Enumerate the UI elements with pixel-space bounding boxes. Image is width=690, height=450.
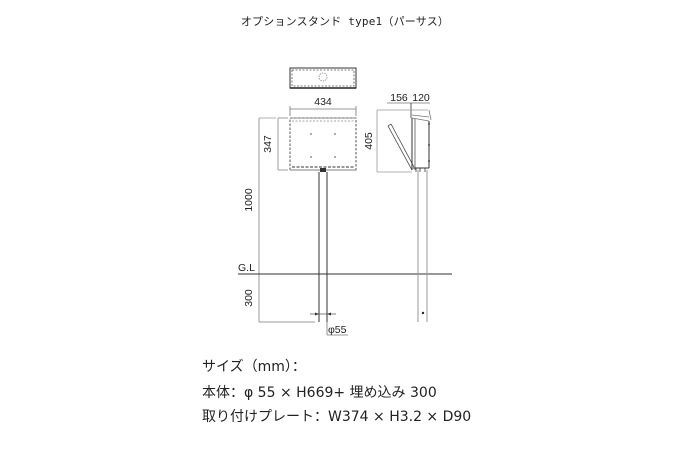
dim-120: 120 xyxy=(412,92,430,104)
ground-line: G.L xyxy=(238,262,452,275)
dim-347: 347 xyxy=(262,135,274,153)
dim-phi55: φ55 xyxy=(328,324,347,336)
side-view: 156 120 405 xyxy=(363,92,432,322)
dim-300: 300 xyxy=(243,289,255,307)
spec-size-heading: サイズ（mm）： xyxy=(202,359,306,375)
front-view: 434 347 1000 300 φ55 xyxy=(243,96,357,336)
spec-body: 本体：φ 55 × H669+ 埋め込み 300 xyxy=(202,385,437,401)
dim-156: 156 xyxy=(390,92,408,104)
dim-434: 434 xyxy=(314,96,332,108)
ground-label: G.L xyxy=(238,262,255,274)
dim-405: 405 xyxy=(363,132,375,150)
spec-plate: 取り付けプレート：W374 × H3.2 × D90 xyxy=(202,409,472,425)
top-view xyxy=(289,67,357,89)
dim-1000: 1000 xyxy=(243,188,255,212)
drawing-title: オプションスタンド type1（パーサス） xyxy=(240,15,450,28)
